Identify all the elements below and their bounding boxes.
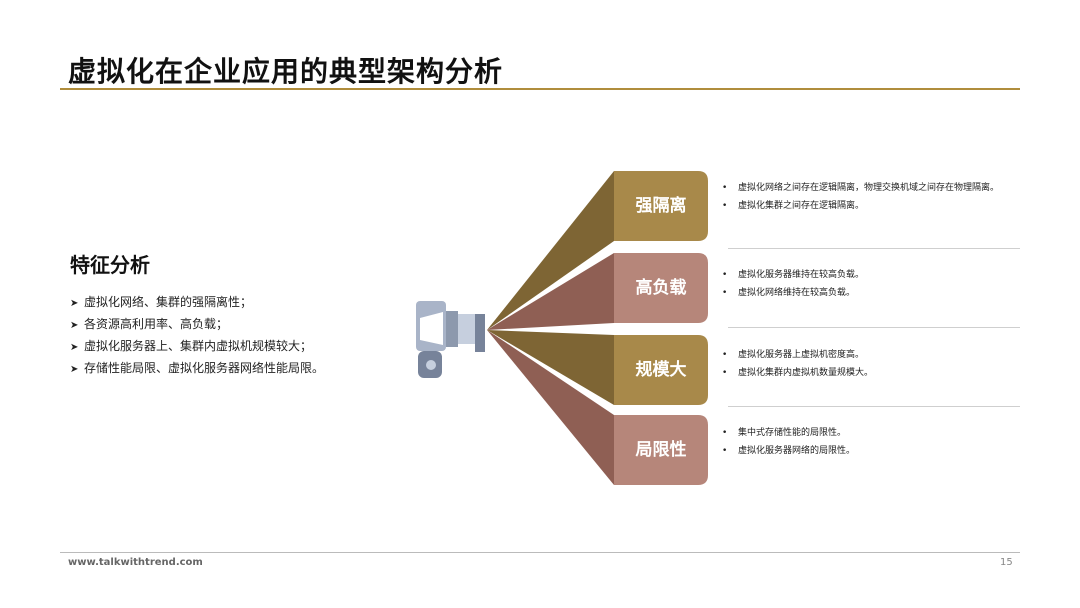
category-box-3 [614,335,708,405]
point-item: 虚拟化集群之间存在逻辑隔离。 [722,197,1022,215]
category-points-2: 虚拟化服务器维持在较高负载。 虚拟化网络维持在较高负载。 [722,266,1022,302]
category-points-4: 集中式存储性能的局限性。 虚拟化服务器网络的局限性。 [722,424,1022,460]
category-label-2: 高负载 [635,278,687,298]
feature-item: ➤虚拟化服务器上、集群内虚拟机规模较大； [70,335,324,357]
arrow-bullet-icon: ➤ [70,342,79,353]
category-points-3: 虚拟化服务器上虚拟机密度高。 虚拟化集群内虚拟机数量规模大。 [722,346,1022,382]
row-separator [728,406,1020,407]
arrow-bullet-icon: ➤ [70,364,79,375]
fan-wedge-4 [487,330,614,485]
fan-wedge-1 [487,171,614,330]
point-item: 虚拟化网络之间存在逻辑隔离，物理交换机域之间存在物理隔离。 [722,179,1022,197]
point-item: 集中式存储性能的局限性。 [722,424,1022,442]
arrow-bullet-icon: ➤ [70,298,79,309]
point-item: 虚拟化网络维持在较高负载。 [722,284,1022,302]
page-number: 15 [1000,557,1013,568]
point-item: 虚拟化服务器维持在较高负载。 [722,266,1022,284]
category-label-3: 规模大 [635,360,687,380]
footer-url: www.talkwithtrend.com [68,557,203,568]
feature-item: ➤虚拟化网络、集群的强隔离性； [70,291,324,313]
point-item: 虚拟化服务器上虚拟机密度高。 [722,346,1022,364]
feature-item: ➤存储性能局限、虚拟化服务器网络性能局限。 [70,357,324,379]
row-separator [728,248,1020,249]
footer-divider [60,552,1020,553]
page-title: 虚拟化在企业应用的典型架构分析 [68,55,504,88]
fan-wedge-3 [487,330,614,405]
fan-wedge-2 [487,253,614,330]
category-box-2 [614,253,708,323]
title-divider [60,88,1020,90]
feature-heading: 特征分析 [70,253,150,277]
row-separator [728,327,1020,328]
category-box-4 [614,415,708,485]
point-item: 虚拟化服务器网络的局限性。 [722,442,1022,460]
category-label-4: 局限性 [635,440,687,460]
category-points-1: 虚拟化网络之间存在逻辑隔离，物理交换机域之间存在物理隔离。 虚拟化集群之间存在逻… [722,179,1022,215]
category-label-1: 强隔离 [635,196,687,216]
category-box-1 [614,171,708,241]
feature-list: ➤虚拟化网络、集群的强隔离性； ➤各资源高利用率、高负载； ➤虚拟化服务器上、集… [70,291,324,379]
point-item: 虚拟化集群内虚拟机数量规模大。 [722,364,1022,382]
feature-item: ➤各资源高利用率、高负载； [70,313,324,335]
arrow-bullet-icon: ➤ [70,320,79,331]
tool-icon [416,301,485,378]
